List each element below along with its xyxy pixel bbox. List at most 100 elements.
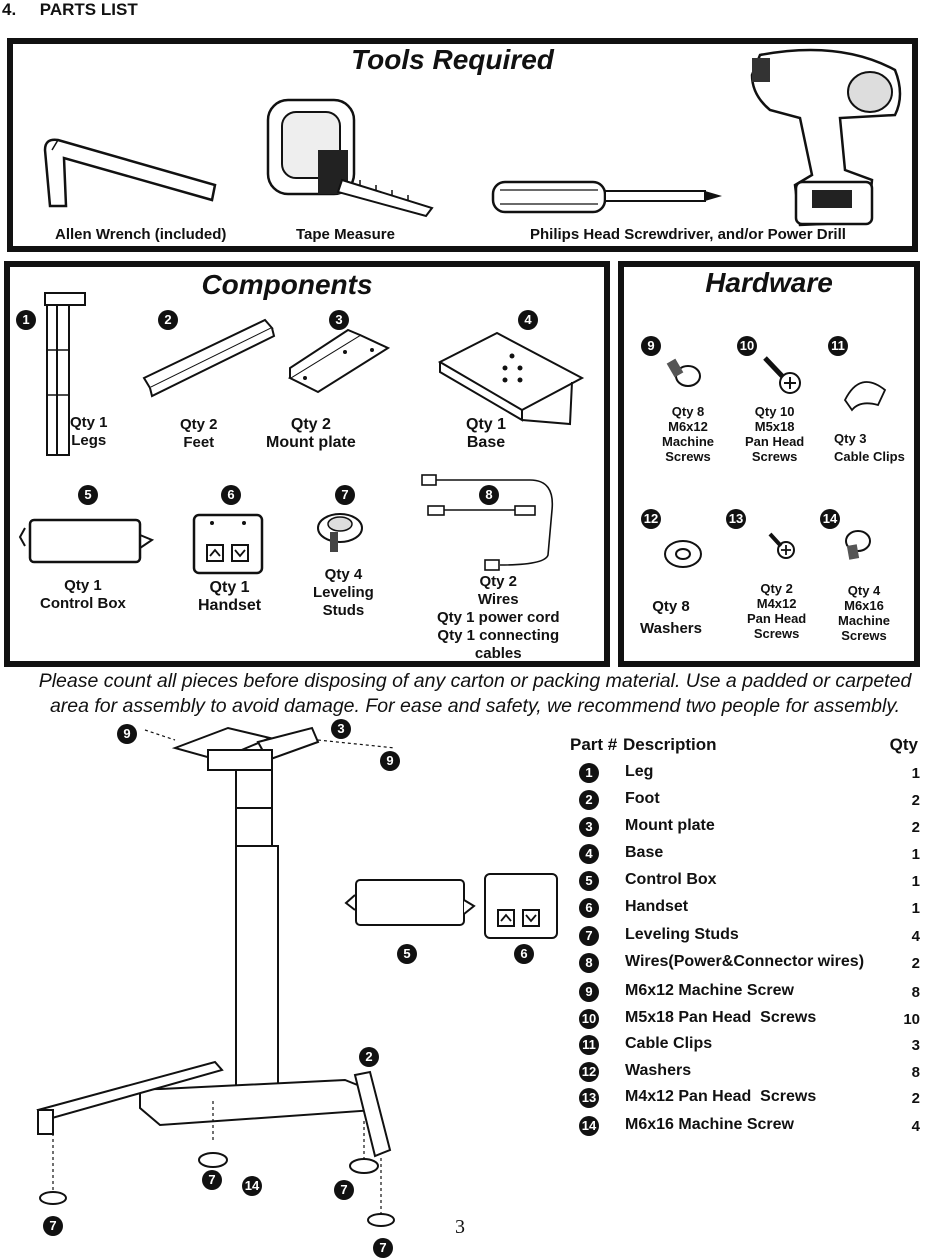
parts-list-number: 5 <box>579 871 599 891</box>
diagram-callout-9-left: 9 <box>117 724 137 744</box>
assembly-note-line-2: area for assembly to avoid damage. For e… <box>49 695 901 717</box>
mount-plate-icon <box>287 328 391 394</box>
diagram-callout-7-b: 7 <box>334 1180 354 1200</box>
parts-list-description: M6x12 Machine Screw <box>625 982 794 999</box>
parts-list-row: 1 Leg 1 <box>575 761 925 787</box>
parts-list-description: Leg <box>625 763 654 780</box>
diagram-callout-7-a: 7 <box>202 1170 222 1190</box>
parts-list-qty: 1 <box>911 765 920 782</box>
parts-list-row: 14 M6x16 Machine Screw 4 <box>575 1114 925 1140</box>
components-box: Components <box>4 261 610 667</box>
parts-list-number: 11 <box>579 1035 599 1055</box>
hardware-number-10: 10 <box>737 336 757 356</box>
m6x12-screw-icon <box>666 358 701 387</box>
parts-list-description: Mount plate <box>625 817 715 834</box>
parts-list-description: M5x18 Pan Head Screws <box>625 1009 817 1026</box>
parts-list-description: M4x12 Pan Head Screws <box>625 1088 817 1105</box>
parts-list-row: 10 M5x18 Pan Head Screws 10 <box>575 1007 925 1033</box>
parts-list-number: 1 <box>579 763 599 783</box>
parts-list-header-part: Part # <box>570 735 618 754</box>
diagram-callout-5: 5 <box>397 944 417 964</box>
hardware-number-14: 14 <box>820 509 840 529</box>
parts-list-description: M6x16 Machine Screw <box>625 1116 794 1133</box>
component-number-6: 6 <box>221 485 241 505</box>
hardware-box: Hardware <box>618 261 920 667</box>
m6x16-screw-icon <box>845 530 871 560</box>
hardware-number-12: 12 <box>641 509 661 529</box>
parts-list-header-qty: Qty <box>889 735 918 754</box>
parts-list-qty: 10 <box>903 1011 920 1028</box>
diagram-callout-2: 2 <box>359 1047 379 1067</box>
parts-list-qty: 2 <box>911 792 920 809</box>
parts-list-qty: 4 <box>911 928 920 945</box>
hardware-number-13: 13 <box>726 509 746 529</box>
diagram-callout-3: 3 <box>331 719 351 739</box>
tool-label-tape-measure: Tape Measure <box>296 226 395 243</box>
leg-icon <box>44 292 86 456</box>
parts-list-description: Washers <box>625 1062 692 1079</box>
diagram-callout-7-c: 7 <box>43 1216 63 1236</box>
control-box-icon <box>18 518 155 564</box>
foot-icon <box>142 318 276 398</box>
handset-icon <box>192 513 264 575</box>
washer-icon <box>664 540 702 568</box>
parts-list-qty: 8 <box>911 1064 920 1081</box>
diagram-callout-6: 6 <box>514 944 534 964</box>
component-number-8: 8 <box>479 485 499 505</box>
tool-label-allen-wrench: Allen Wrench (included) <box>55 226 227 243</box>
parts-list-row: 5 Control Box 1 <box>575 869 925 895</box>
parts-list-qty: 4 <box>911 1118 920 1135</box>
hardware-title: Hardware <box>705 267 833 298</box>
parts-list-number: 12 <box>579 1062 599 1082</box>
parts-list-description: Handset <box>625 898 689 915</box>
tools-required-box: Tools Required <box>7 38 918 252</box>
leveling-stud-icon <box>317 513 363 552</box>
parts-list-number: 14 <box>579 1116 599 1136</box>
parts-list-qty: 1 <box>911 846 920 863</box>
parts-list-number: 7 <box>579 926 599 946</box>
parts-list-number: 6 <box>579 898 599 918</box>
parts-list-qty: 2 <box>911 955 920 972</box>
parts-list-qty: 8 <box>911 984 920 1001</box>
assembly-note: Please count all pieces before disposing… <box>0 669 950 719</box>
parts-list-number: 8 <box>579 953 599 973</box>
power-drill-icon <box>750 48 902 227</box>
parts-list-number: 9 <box>579 982 599 1002</box>
parts-list-number: 2 <box>579 790 599 810</box>
m4x12-screw-icon <box>768 532 795 559</box>
component-number-5: 5 <box>78 485 98 505</box>
component-number-4: 4 <box>518 310 538 330</box>
parts-list-qty: 3 <box>911 1037 920 1054</box>
wires-icon <box>421 474 554 571</box>
parts-list-description: Control Box <box>625 871 717 888</box>
parts-list-number: 10 <box>579 1009 599 1029</box>
parts-list-qty: 1 <box>911 873 920 890</box>
parts-list-header-description: Description <box>623 735 717 754</box>
parts-list-description: Base <box>625 844 664 861</box>
components-illustrations <box>18 292 585 575</box>
hardware-number-11: 11 <box>828 336 848 356</box>
component-number-2: 2 <box>158 310 178 330</box>
parts-list-qty: 2 <box>911 819 920 836</box>
tape-measure-icon <box>266 98 434 218</box>
parts-list-qty: 2 <box>911 1090 920 1107</box>
page-number: 3 <box>455 1216 465 1238</box>
assembly-note-line-1: Please count all pieces before disposing… <box>38 670 912 692</box>
